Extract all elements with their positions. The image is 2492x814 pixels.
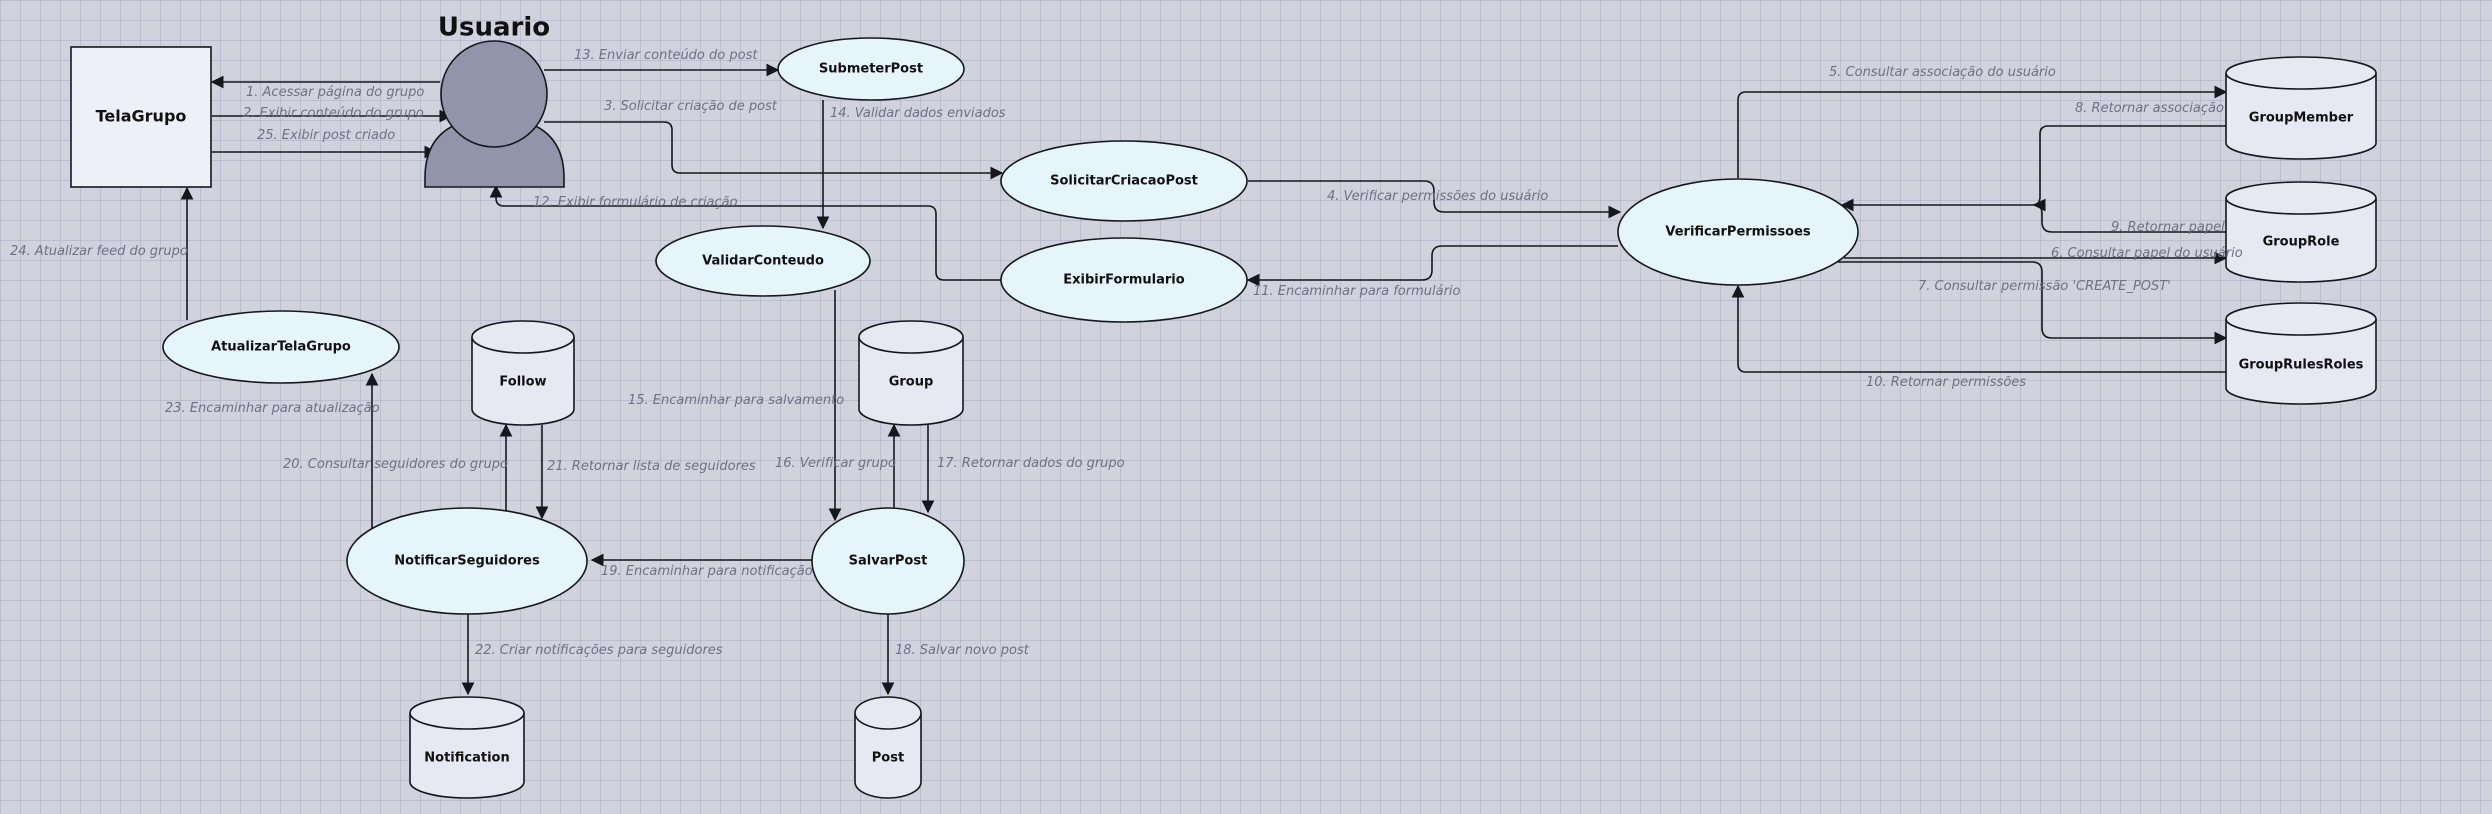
validar-conteudo-label: ValidarConteudo (702, 254, 824, 269)
notification-store (409, 696, 525, 799)
flow-18-label: 18. Salvar novo post (895, 643, 1030, 658)
flow-16-label: 16. Verificar grupo (775, 456, 896, 471)
flow-1-label: 1. Acessar página do grupo (246, 85, 424, 100)
follow-label: Follow (499, 375, 546, 390)
solicitar-criacao-post-label: SolicitarCriacaoPost (1050, 174, 1198, 189)
notificar-seguidores-process (346, 507, 588, 615)
exibir-formulario-label: ExibirFormulario (1063, 273, 1184, 288)
group-store (858, 320, 964, 426)
flow-3-arrow (544, 121, 1004, 180)
atualizar-tela-grupo-label: AtualizarTelaGrupo (211, 340, 351, 355)
flow-10-label: 10. Retornar permissões (1866, 375, 2026, 390)
flow-9-arrow (2032, 198, 2226, 233)
flow-25-label: 25. Exibir post criado (257, 128, 395, 143)
follow-store (471, 320, 575, 426)
flow-11-arrow (1246, 245, 1618, 287)
submeter-post-process (777, 37, 965, 101)
flow-12-arrow (489, 184, 1002, 281)
flow-3-label: 3. Solicitar criação de post (604, 99, 778, 114)
flow-12-label: 12. Exibir formulário de criação (533, 195, 738, 210)
flow-21-label: 21. Retornar lista de seguidores (547, 459, 756, 474)
submeter-post-label: SubmeterPost (819, 62, 923, 77)
validar-conteudo-process (655, 225, 871, 297)
tela-grupo-entity: TelaGrupo (70, 46, 212, 188)
flow-11-label: 11. Encaminhar para formulário (1253, 284, 1461, 299)
notification-label: Notification (424, 751, 509, 766)
salvar-post-process (811, 507, 965, 615)
group-label: Group (889, 375, 934, 390)
post-store (854, 696, 922, 799)
group-rules-roles-label: GroupRulesRoles (2239, 358, 2364, 373)
flow-5-arrow (1737, 85, 2228, 178)
flow-5-label: 5. Consultar associação do usuário (1829, 65, 2056, 80)
flow-23-label: 23. Encaminhar para atualização (165, 401, 380, 416)
flow-9-label: 9. Retornar papel (2111, 220, 2225, 235)
usuario-actor: Usuario (424, 13, 565, 188)
tela-grupo-label: TelaGrupo (96, 107, 187, 126)
group-rules-roles-store (2225, 302, 2377, 405)
usuario-label: Usuario (438, 13, 550, 43)
flow-17-label: 17. Retornar dados do grupo (937, 456, 1125, 471)
flow-6-label: 6. Consultar papel do usuário (2051, 246, 2243, 261)
flow-15-label: 15. Encaminhar para salvamento (628, 393, 844, 408)
verificar-permissoes-label: VerificarPermissoes (1665, 225, 1811, 240)
flow-4-label: 4. Verificar permissões do usuário (1327, 189, 1548, 204)
flow-8-arrow (1840, 125, 2226, 212)
group-role-label: GroupRole (2263, 235, 2340, 250)
notificar-seguidores-label: NotificarSeguidores (394, 554, 540, 569)
group-member-store (2225, 56, 2377, 160)
atualizar-tela-grupo-process (162, 310, 400, 384)
flow-2-label: 2. Exibir conteúdo do grupo (243, 106, 424, 121)
salvar-post-label: SalvarPost (849, 554, 928, 569)
flow-7-label: 7. Consultar permissão 'CREATE_POST' (1918, 279, 2171, 294)
flow-7-arrow (1838, 261, 2228, 345)
post-label: Post (872, 751, 904, 766)
flow-24-label: 24. Atualizar feed do grupo (10, 244, 188, 259)
flow-19-label: 19. Encaminhar para notificação (601, 564, 813, 579)
verificar-permissoes-process (1617, 178, 1859, 286)
flow-20-label: 20. Consultar seguidores do grupo (283, 457, 508, 472)
flow-4-arrow (1248, 180, 1622, 219)
solicitar-criacao-post-process (1000, 140, 1248, 222)
group-member-label: GroupMember (2249, 111, 2354, 126)
flow-8-label: 8. Retornar associação (2075, 101, 2224, 116)
group-role-store (2225, 181, 2377, 283)
flow-10-arrow (1731, 284, 2226, 373)
flow-14-label: 14. Validar dados enviados (830, 106, 1006, 121)
flow-22-label: 22. Criar notificações para seguidores (475, 643, 723, 658)
flow-13-label: 13. Enviar conteúdo do post (574, 48, 758, 63)
exibir-formulario-process (1000, 237, 1248, 323)
user-silhouette-icon (424, 40, 565, 188)
